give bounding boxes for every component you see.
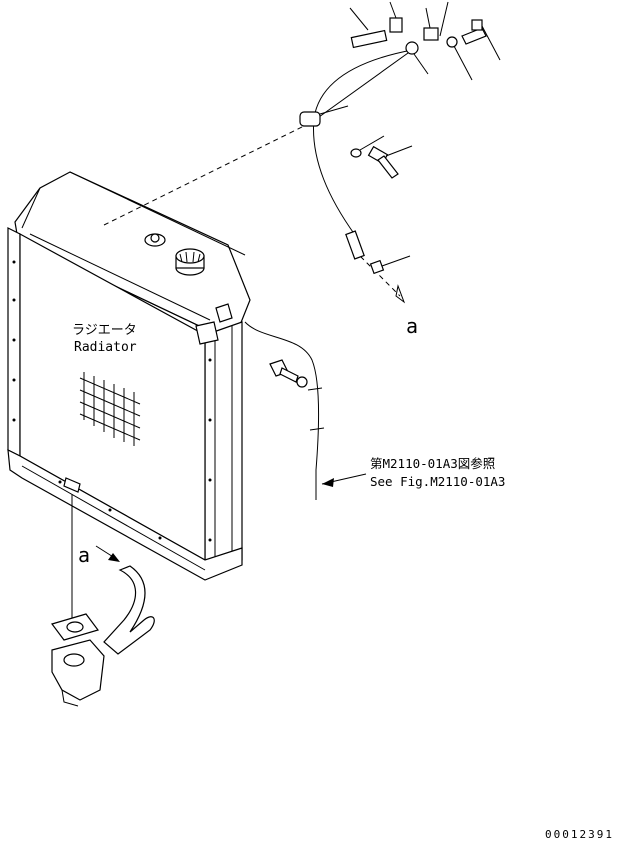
clamp-washer xyxy=(350,135,385,158)
radiator-label-en: Radiator xyxy=(74,340,137,355)
lower-arrowhead xyxy=(108,553,120,562)
top-corner-bracket xyxy=(195,321,219,345)
outlet-flange-pipe xyxy=(51,639,105,707)
bottom-outlet-stub xyxy=(63,477,81,493)
reference-marker-a-bottom: a xyxy=(78,543,90,567)
radiator-label-jp: ラジエータ xyxy=(72,323,137,338)
sensor-fitting xyxy=(144,233,166,247)
top-fitting-2 xyxy=(405,41,429,75)
reference-marker-a-top: a xyxy=(406,314,418,338)
radiator-assembly xyxy=(7,171,251,581)
frame-bolt-holes xyxy=(12,260,212,542)
top-bracket xyxy=(215,303,233,323)
clamp-bolt xyxy=(367,145,413,179)
hose-sleeve xyxy=(345,230,411,275)
level-cable xyxy=(244,321,325,500)
core-mesh-pattern xyxy=(79,372,141,446)
reference-arrowhead xyxy=(322,478,334,487)
gasket xyxy=(51,613,99,641)
top-washer xyxy=(446,36,473,81)
reference-label-en: See Fig.M2110-01A3 xyxy=(370,474,505,489)
cable-bolt xyxy=(269,359,308,388)
radiator-filler-cap xyxy=(175,248,205,276)
top-hose-sleeve xyxy=(349,7,388,49)
lower-hose xyxy=(103,565,155,655)
drawing-number: 00012391 xyxy=(545,828,614,841)
top-fitting-1 xyxy=(389,1,403,33)
top-bolt xyxy=(439,1,501,61)
reference-label-jp: 第M2110-01A3図参照 xyxy=(370,456,495,471)
hose-clamp xyxy=(299,105,349,127)
top-fitting-3 xyxy=(423,7,439,41)
